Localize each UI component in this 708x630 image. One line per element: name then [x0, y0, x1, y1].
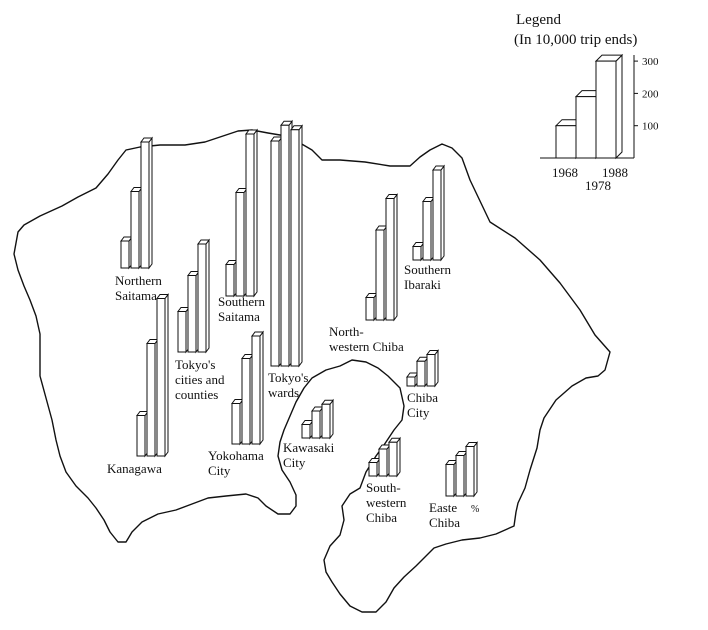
southern-ibaraki-bar-1978 — [422, 196, 435, 262]
kanagawa-bar-1988 — [156, 293, 169, 458]
legend-ytick-200: 200 — [642, 88, 659, 100]
southwestern-chiba-bar-1978 — [378, 443, 391, 478]
kanagawa-bar-1968 — [136, 410, 149, 458]
tokyo-wards-bar-1968 — [270, 135, 283, 368]
eastern-chiba-bar-1988 — [465, 441, 478, 498]
tokyo-wards-bar-1978 — [280, 119, 293, 368]
tokyo-cities-counties-bar-1968 — [177, 306, 190, 354]
legend: Legend (In 10,000 trip ends) 100 200 300 1968… — [514, 12, 659, 193]
eastern-chiba-bar-1968 — [445, 459, 458, 498]
legend-bar-1988 — [594, 53, 624, 160]
legend-title: Legend — [516, 12, 561, 28]
tokyo-cities-counties-bar-1988 — [197, 238, 210, 354]
legend-subtitle: (In 10,000 trip ends) — [514, 32, 637, 48]
kanagawa-label: Kanagawa — [107, 461, 162, 476]
eastern-chiba-extra-label: % — [471, 504, 479, 515]
yokohama-city-bar-1968 — [231, 398, 244, 446]
yokohama-city-bar-1988 — [251, 330, 264, 446]
chart-bars — [120, 119, 478, 498]
kawasaki-city-bar-1978 — [311, 405, 324, 440]
southern-ibaraki-bar-1988 — [432, 164, 445, 262]
legend-xtick-1988: 1988 — [602, 165, 628, 180]
legend-xtick-1968: 1968 — [552, 165, 578, 180]
southern-saitama-bar-1968 — [225, 259, 238, 298]
southwestern-chiba-bar-1988 — [388, 436, 401, 478]
yokohama-city-bar-1978 — [241, 353, 254, 446]
southern-ibaraki-bar-1968 — [412, 241, 425, 262]
kawasaki-city-bar-1988 — [321, 398, 334, 440]
chiba-city-bar-1968 — [406, 371, 419, 388]
legend-ytick-100: 100 — [642, 121, 659, 133]
kawasaki-city-bar-1968 — [301, 419, 314, 440]
northern-saitama-bar-1978 — [130, 186, 143, 270]
tokyo-wards-bar-1988 — [290, 124, 303, 368]
region-outline — [13, 129, 611, 613]
kanagawa-bar-1978 — [146, 338, 159, 458]
northwestern-chiba-bar-1968 — [365, 292, 378, 322]
northwestern-chiba-bar-1988 — [385, 193, 398, 322]
eastern-chiba-bar-1978 — [455, 450, 468, 498]
southern-saitama-bar-1978 — [235, 187, 248, 298]
chiba-city-bar-1988 — [426, 349, 439, 388]
legend-ytick-300: 300 — [642, 56, 659, 68]
northwestern-chiba-bar-1978 — [375, 224, 388, 322]
tokyo-cities-counties-bar-1978 — [187, 270, 200, 354]
southern-saitama-bar-1988 — [245, 128, 258, 298]
chiba-city-bar-1978 — [416, 355, 429, 388]
northern-saitama-bar-1988 — [140, 136, 153, 270]
legend-xtick-1978: 1978 — [585, 178, 611, 193]
southwestern-chiba-bar-1968 — [368, 457, 381, 478]
northern-saitama-bar-1968 — [120, 235, 133, 270]
northwestern-chiba-label: North-western Chiba — [329, 324, 404, 354]
